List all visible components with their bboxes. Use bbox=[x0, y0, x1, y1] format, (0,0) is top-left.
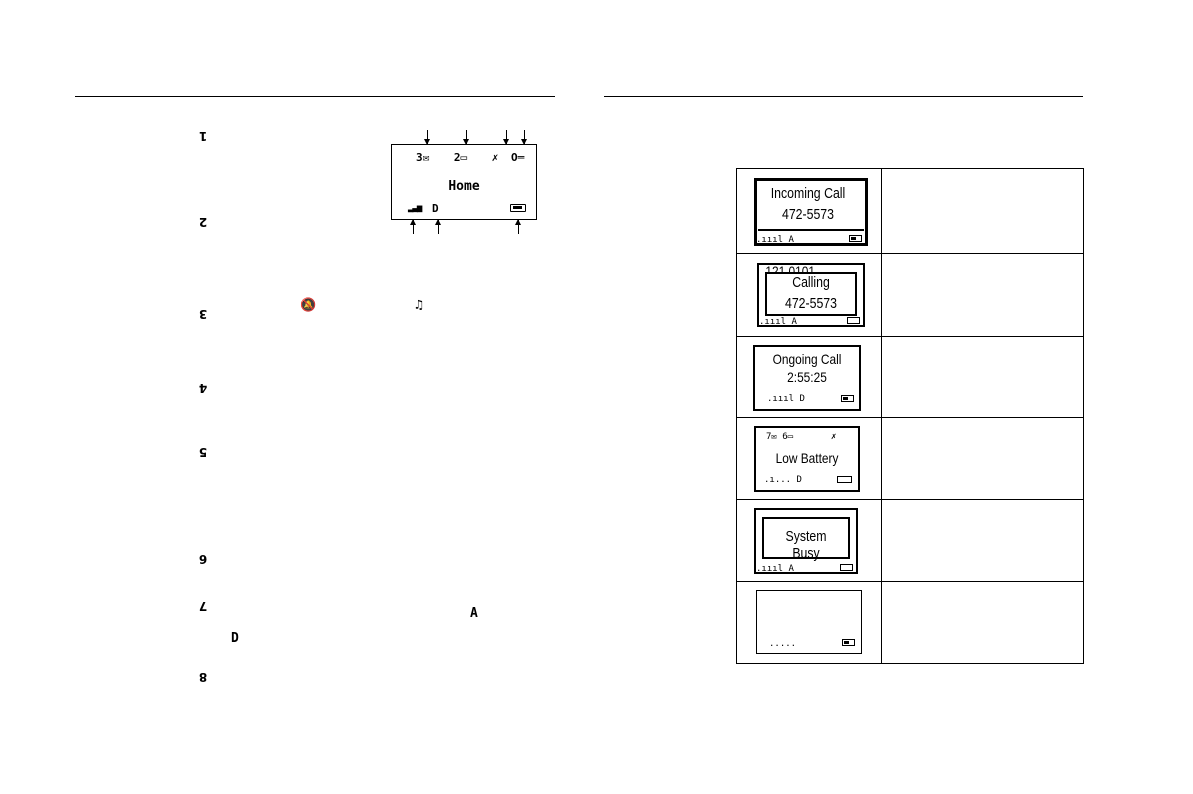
table-row: Ongoing Call 2:55:25 .ıııl D bbox=[737, 337, 1083, 418]
ringer-icon: ♫ bbox=[415, 298, 423, 313]
analog-mode-icon: A bbox=[470, 606, 478, 621]
status-left: .ıııl D bbox=[767, 394, 805, 404]
screen-line: System Busy bbox=[785, 528, 827, 562]
status-left: .ıııl A bbox=[756, 235, 794, 245]
popup-box: System Busy bbox=[762, 517, 850, 562]
lcd-screen: 121 0101 Calling 472-5573 .ıııl A bbox=[757, 263, 865, 327]
battery-icon bbox=[510, 204, 526, 212]
status-left: ..... bbox=[769, 639, 797, 649]
item-number-1: 1 bbox=[198, 129, 208, 143]
screen-line: 472-5573 bbox=[785, 295, 837, 312]
item-number-3: 3 bbox=[198, 307, 208, 321]
callout-arrow-icon bbox=[521, 130, 527, 145]
callout-arrow-icon bbox=[410, 219, 416, 234]
battery-icon bbox=[849, 235, 862, 242]
status-top-left: 7✉ 6▭ bbox=[766, 432, 794, 442]
table-row: ..... bbox=[737, 582, 1083, 664]
battery-icon bbox=[842, 639, 855, 646]
item-number-6: 6 bbox=[198, 552, 208, 566]
callout-arrow-icon bbox=[435, 219, 441, 234]
lcd-screen: 7✉ 6▭ ✗ Low Battery .ı... D bbox=[754, 426, 860, 492]
lcd-screen: System Busy .ıııl A bbox=[754, 508, 858, 574]
status-left: .ıııl A bbox=[759, 317, 797, 327]
callout-arrow-icon bbox=[424, 130, 430, 145]
screen-line: Incoming Call bbox=[770, 185, 846, 202]
digital-mode-icon: D bbox=[231, 631, 239, 646]
status-row: 3✉ 2▭ ✗ O═ bbox=[416, 151, 524, 164]
item-number-5: 5 bbox=[198, 445, 208, 459]
display-messages-table: Incoming Call 472-5573 .ıııl A 121 0101 … bbox=[736, 168, 1084, 664]
battery-icon bbox=[847, 317, 860, 324]
battery-icon bbox=[840, 564, 853, 571]
table-row: 121 0101 Calling 472-5573 .ıııl A bbox=[737, 254, 1083, 337]
screen-line: Low Battery bbox=[775, 450, 839, 466]
top-rule-left bbox=[75, 96, 555, 97]
key-icon: O═ bbox=[511, 151, 525, 164]
text-message-icon: 2▭ bbox=[453, 151, 468, 164]
screen-line: 472-5573 bbox=[782, 206, 834, 223]
item-number-8: 8 bbox=[198, 670, 208, 684]
vibrate-status-icon: ✗ bbox=[831, 432, 837, 442]
battery-icon bbox=[837, 476, 852, 483]
lcd-screen: Ongoing Call 2:55:25 .ıııl D bbox=[753, 345, 861, 411]
vibrate-status-icon: ✗ bbox=[491, 151, 499, 164]
top-rule-right bbox=[604, 96, 1083, 97]
popup-box: Calling 472-5573 bbox=[765, 272, 857, 316]
signal-strength-icon: ▂▃▅ bbox=[408, 203, 422, 213]
battery-icon bbox=[841, 395, 854, 402]
table-row: 7✉ 6▭ ✗ Low Battery .ı... D bbox=[737, 418, 1083, 500]
display-label: Home bbox=[448, 179, 480, 194]
screen-line: 2:55:25 bbox=[787, 369, 827, 385]
item-number-4: 4 bbox=[198, 381, 208, 395]
callout-arrow-icon bbox=[515, 219, 521, 234]
screen-line: Ongoing Call bbox=[772, 351, 842, 367]
item-number-2: 2 bbox=[198, 215, 208, 229]
digital-mode-indicator: D bbox=[432, 202, 439, 215]
table-row: System Busy .ıııl A bbox=[737, 500, 1083, 582]
main-display-diagram: 3✉ 2▭ ✗ O═ Home ▂▃▅ D bbox=[391, 144, 537, 220]
item-number-7: 7 bbox=[198, 599, 208, 613]
table-row: Incoming Call 472-5573 .ıııl A bbox=[737, 169, 1083, 254]
lcd-screen: Incoming Call 472-5573 .ıııl A bbox=[754, 178, 868, 246]
vibrate-icon: 🔕 bbox=[300, 298, 317, 313]
voicemail-icon: 3✉ bbox=[416, 151, 430, 164]
screen-line: Calling bbox=[792, 274, 830, 291]
callout-arrow-icon bbox=[503, 130, 509, 145]
callout-arrow-icon bbox=[463, 130, 469, 145]
status-left: .ıııl A bbox=[756, 564, 794, 574]
lcd-screen: ..... bbox=[756, 590, 862, 654]
status-left: .ı... D bbox=[764, 475, 802, 485]
